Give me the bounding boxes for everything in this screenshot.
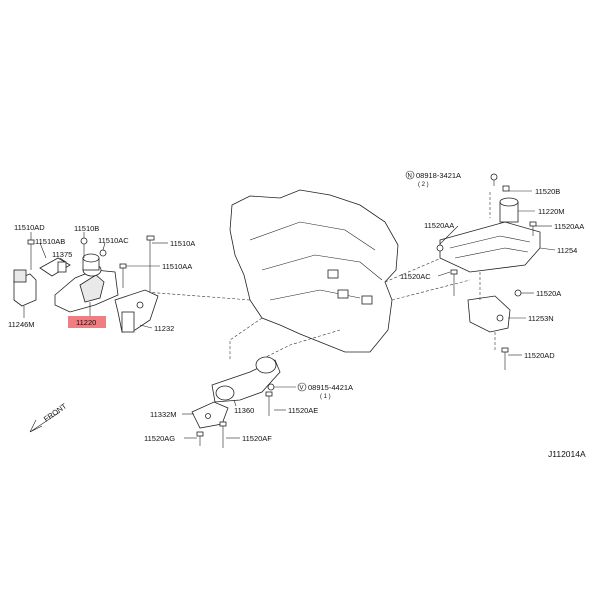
label-11220: 11220: [76, 318, 96, 327]
v-circle-icon: [297, 382, 307, 392]
bracket-11246M: [13, 269, 37, 307]
bolt-11520AE: [265, 391, 273, 416]
label-11510B: 11510B: [74, 224, 99, 233]
bolt-11520AA-right: [529, 221, 537, 236]
label-11510AD: 11510AD: [14, 223, 45, 232]
front-arrow-icon: [29, 411, 61, 433]
label-11520B: 11520B: [535, 187, 560, 196]
label-11520AF: 11520AF: [242, 434, 272, 443]
mount-11220M: [499, 197, 519, 223]
label-11520AA-left: 11520AA: [424, 221, 454, 230]
label-11375: 11375: [52, 250, 72, 259]
label-11520AC: 11520AC: [400, 272, 431, 281]
bolt-11510AD: [27, 239, 35, 262]
label-08918-qty: ( 2 ): [418, 182, 429, 188]
n-circle-letter: N: [408, 174, 412, 180]
label-11510AB: 11510AB: [35, 237, 65, 246]
bracket-11253N: [467, 295, 511, 333]
v-circle-letter: V: [300, 386, 304, 392]
bolt-11520A: [514, 289, 522, 297]
torque-rod-11360: [211, 356, 281, 403]
bolt-11520AC: [450, 269, 458, 296]
mount-11220-assembly: [54, 253, 119, 313]
bolt-11520B: [502, 185, 510, 192]
bolt-11510AA: [119, 263, 127, 288]
label-11232: 11232: [154, 324, 174, 333]
washer-08915: [267, 383, 275, 391]
bolt-11510A: [146, 235, 155, 292]
label-11510A: 11510A: [170, 239, 195, 248]
bracket-11232: [114, 289, 159, 333]
label-11520AA-right: 11520AA: [554, 222, 584, 231]
bracket-11332M: [191, 401, 229, 429]
label-11332M: 11332M: [150, 410, 177, 419]
highlight-11220: [68, 316, 106, 328]
bolt-11520AD: [501, 347, 509, 370]
label-11510AA: 11510AA: [162, 262, 192, 271]
bolt-11520AA-left: [436, 244, 444, 252]
front-label: FRONT: [42, 401, 69, 423]
label-11254: 11254: [557, 246, 577, 255]
label-11520AD: 11520AD: [524, 351, 555, 360]
label-08918: 08918-3421A: [416, 171, 461, 180]
bracket-11375: [39, 257, 71, 277]
n-circle-icon: [405, 170, 415, 180]
label-11520AG: 11520AG: [144, 434, 175, 443]
label-11253N: 11253N: [528, 314, 554, 323]
label-11520A: 11520A: [536, 289, 561, 298]
label-11360: 11360: [234, 406, 254, 415]
bolt-11520AG: [196, 431, 204, 446]
label-08915-qty: ( 1 ): [320, 394, 331, 400]
label-11520AE: 11520AE: [288, 406, 318, 415]
label-11246M: 11246M: [8, 320, 35, 329]
diagram-code: J112014A: [548, 449, 586, 459]
nut-08918: [490, 173, 498, 181]
engine-outline: [229, 189, 399, 353]
label-08915: 08915-4421A: [308, 383, 353, 392]
bracket-11254: [439, 221, 541, 273]
nut-11510AC: [99, 249, 107, 257]
label-11220M: 11220M: [538, 207, 565, 216]
label-11510AC: 11510AC: [98, 236, 129, 245]
bolt-11520AF: [219, 421, 227, 448]
